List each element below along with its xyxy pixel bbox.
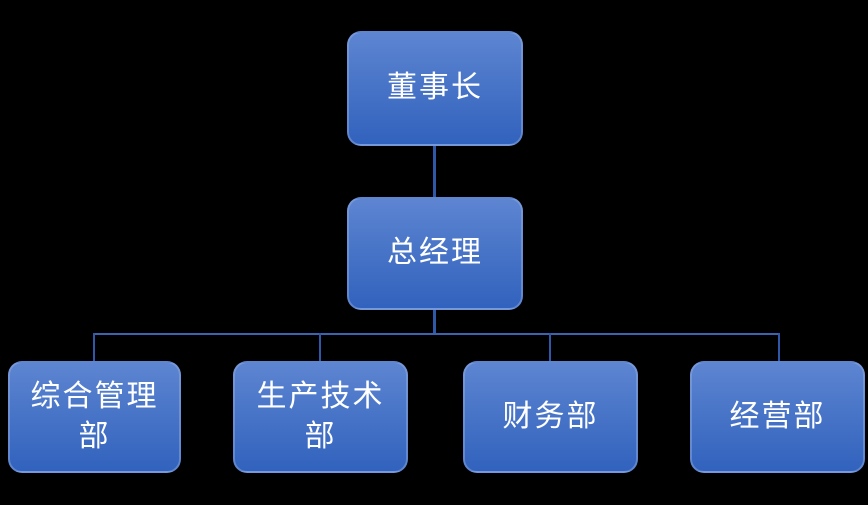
org-node-dept-business: 经营部 [690, 361, 865, 473]
connector-drop-dept-finance [549, 333, 551, 361]
org-node-general-manager: 总经理 [347, 197, 523, 310]
connector-drop-dept-comprehensive-management [93, 333, 95, 361]
org-node-dept-finance: 财务部 [463, 361, 638, 473]
org-node-chairman: 董事长 [347, 31, 523, 146]
org-node-dept-finance-label: 财务部 [502, 398, 599, 434]
org-node-dept-comprehensive-management: 综合管理部 [8, 361, 181, 473]
connector-drop-dept-business [778, 333, 780, 361]
connector-drop-dept-production-technology [319, 333, 321, 361]
org-node-dept-production-technology-label: 生产技术部 [256, 378, 385, 455]
org-node-chairman-label: 董事长 [387, 70, 483, 106]
connector-horizontal-bus [94, 333, 780, 335]
org-node-dept-business-label: 经营部 [729, 398, 826, 434]
connector-chairman-to-gm [433, 146, 436, 197]
org-node-general-manager-label: 总经理 [387, 235, 483, 271]
connector-gm-to-bus [433, 310, 436, 334]
org-node-dept-comprehensive-management-label: 综合管理部 [30, 378, 159, 455]
org-node-dept-production-technology: 生产技术部 [233, 361, 408, 473]
